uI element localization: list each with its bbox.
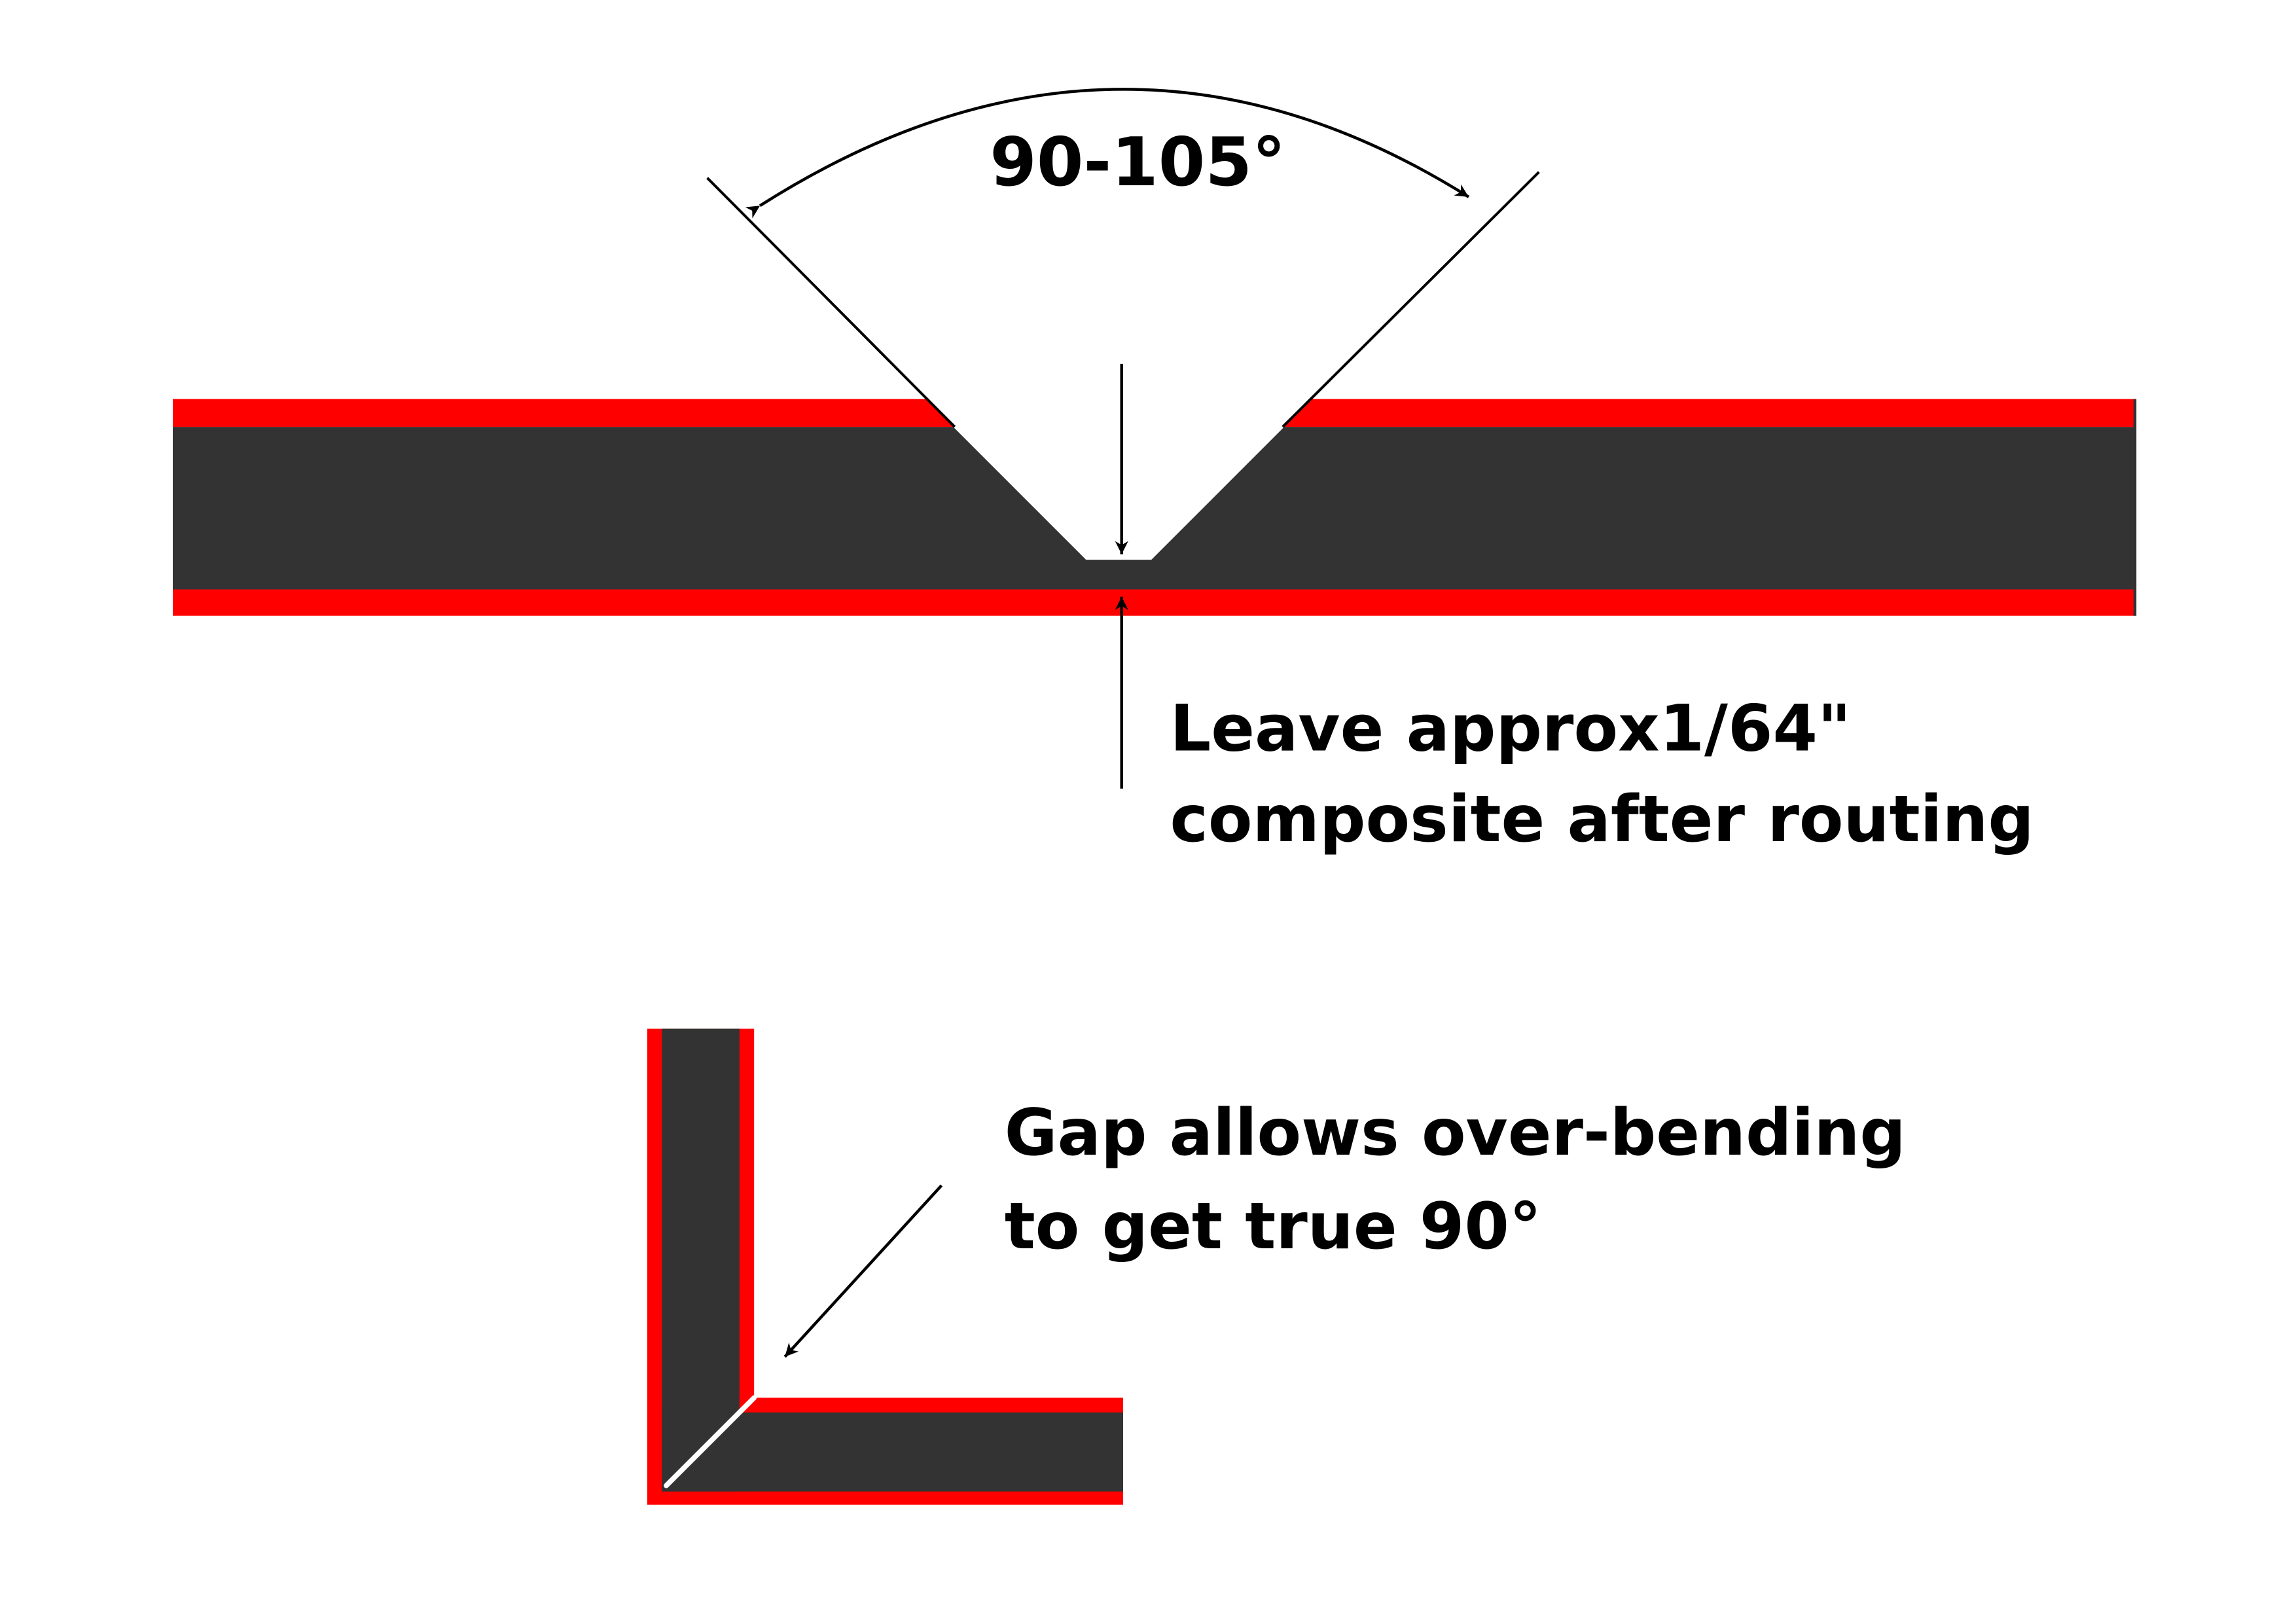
panel-top-skin-left	[172, 399, 955, 427]
bent-panel-horizontal-core	[662, 1412, 1123, 1492]
gap-label-line1: Gap allows over-bending	[1005, 1096, 1906, 1170]
angle-label: 90-105°	[990, 123, 1285, 202]
angle-arc-arrow	[745, 88, 1470, 219]
panel-bottom-skin	[172, 589, 2135, 616]
groove-guide-line-right	[1282, 171, 1540, 428]
bend-gap-line	[664, 1395, 757, 1489]
thickness-label-line2: composite after routing	[1170, 782, 2034, 857]
groove-guide-line-left	[706, 177, 956, 428]
panel-top-skin-right	[1282, 399, 2135, 427]
panel-core	[172, 427, 2135, 590]
gap-pointer-arrow	[783, 1184, 943, 1358]
routed-panel	[172, 399, 2137, 616]
gap-label-line2: to get true 90°	[1005, 1189, 1541, 1264]
v-groove-outline	[954, 425, 1284, 560]
thickness-label-line1: Leave approx1/64"	[1170, 692, 1852, 767]
bent-panel	[647, 1028, 1123, 1505]
